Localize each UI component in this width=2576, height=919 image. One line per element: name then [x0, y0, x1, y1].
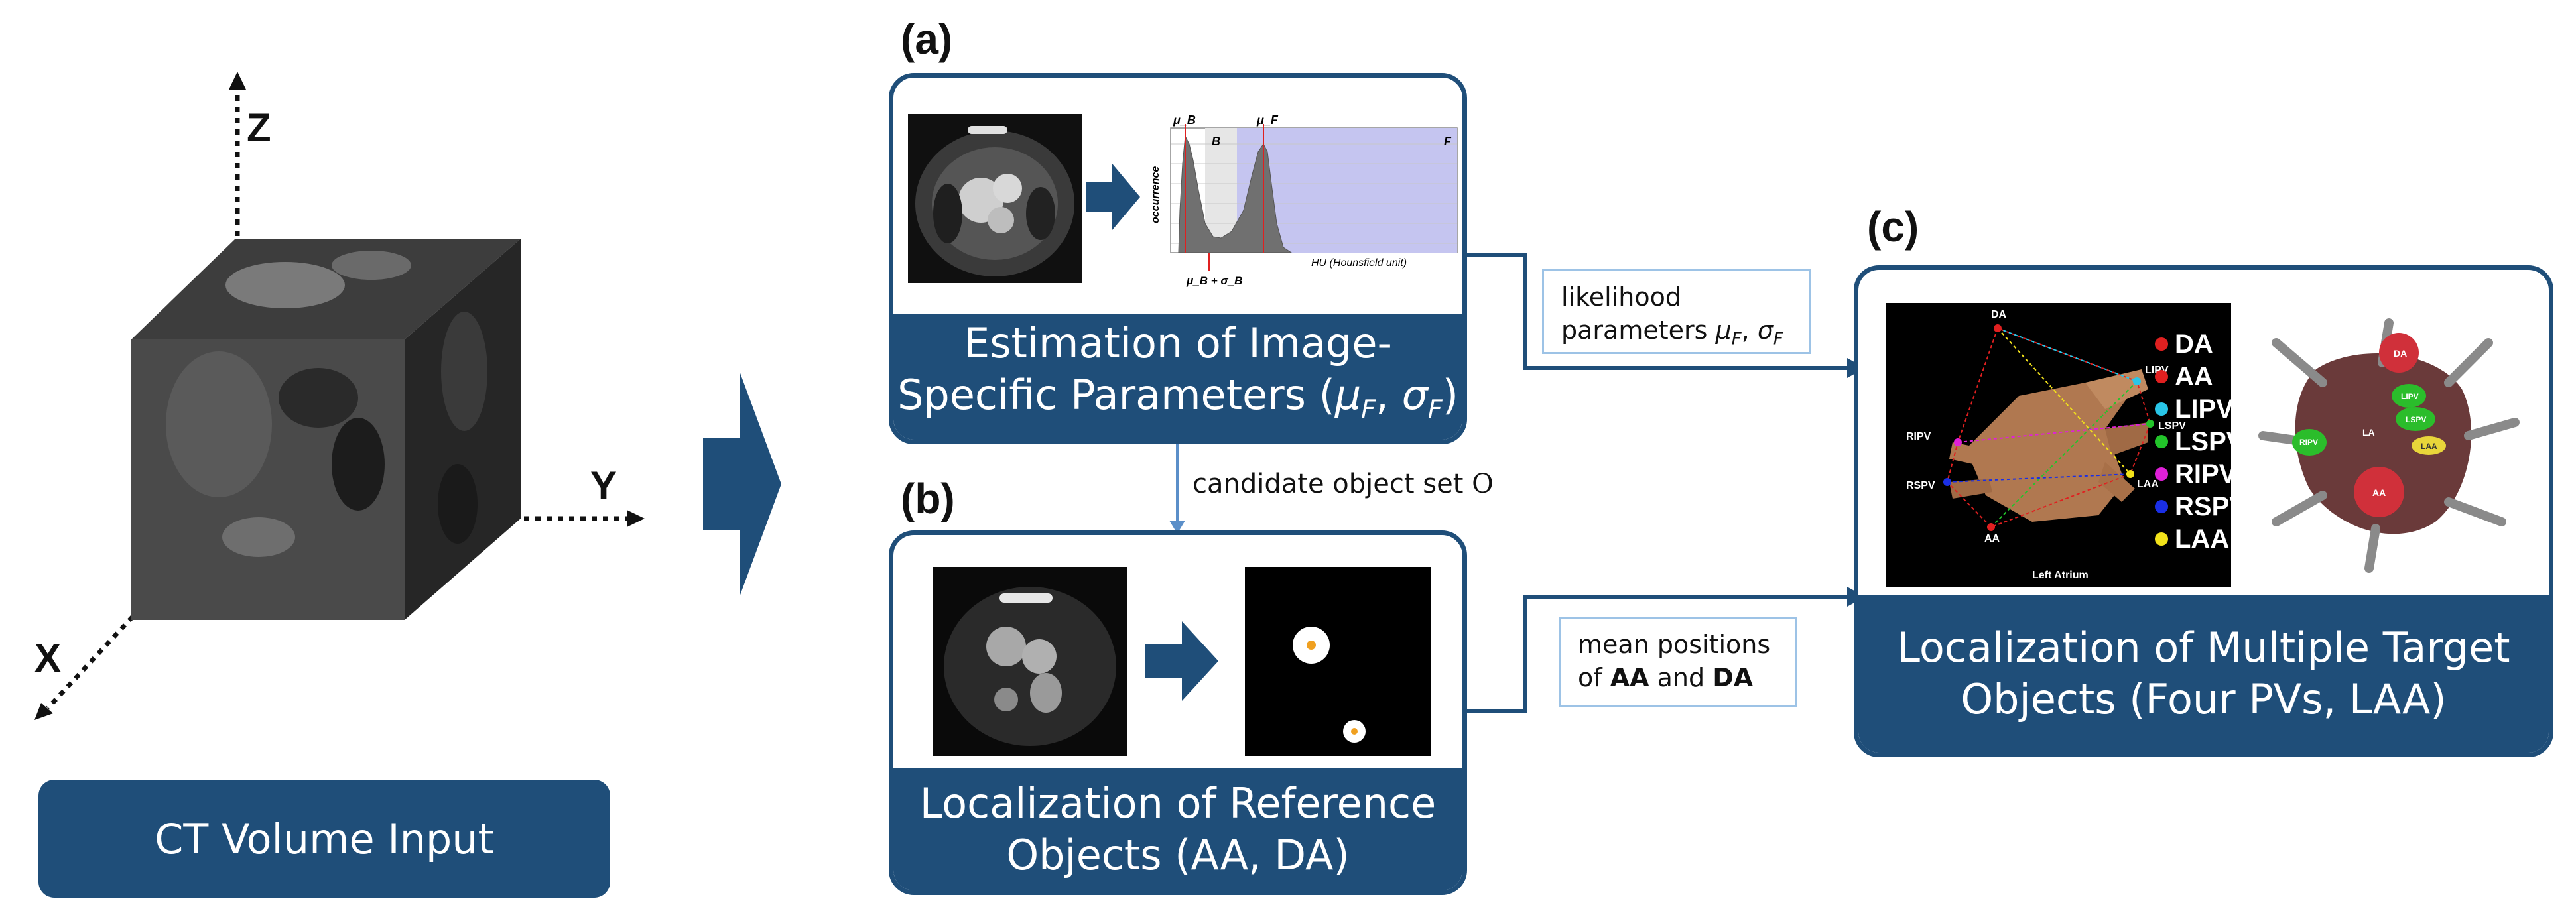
render-label-da: DA	[1991, 309, 2007, 320]
legend-label: RIPV	[2175, 459, 2237, 489]
hist-region-b: B	[1212, 135, 1220, 148]
legend-dot-icon	[2155, 337, 2168, 351]
render-label-lspv: LSPV	[2158, 420, 2186, 432]
likelihood-line2: parameters μF, σF	[1561, 316, 1783, 349]
hist-xlabel: HU (Hounsfield unit)	[1311, 257, 1407, 269]
arrow-b	[1145, 621, 1218, 701]
legend-dot-icon	[2155, 402, 2168, 416]
legend-item: DA	[2155, 330, 2247, 359]
left-atrium-render: DA AA LIPV LSPV RIPV RSPV LAA Left Atriu…	[1886, 303, 2247, 587]
legend-item: LIPV	[2155, 395, 2247, 424]
panel-b-title-line1: Localization of Reference	[919, 778, 1437, 827]
hist-mu-b: μ_B	[1173, 113, 1196, 127]
ct-slice-a	[908, 114, 1082, 283]
panel-a-title-line1: Estimation of Image-	[964, 319, 1392, 368]
legend-label: LIPV	[2175, 394, 2234, 424]
mean-positions-note: mean positions of AA and DA	[1559, 617, 1797, 707]
ct-volume-caption-box: CT Volume Input	[38, 780, 610, 898]
legend-dot-icon	[2155, 467, 2168, 481]
render-label-ripv: RIPV	[1906, 431, 1931, 442]
hist-mu-f: μ_F	[1256, 113, 1279, 127]
panel-c-label: (c)	[1867, 203, 1919, 251]
reference-mask	[1245, 567, 1431, 756]
candidate-note: candidate object set O	[1192, 469, 1494, 499]
panel-c-title-line1: Localization of Multiple Target	[1897, 623, 2510, 672]
panel-b-label: (b)	[901, 475, 955, 522]
hist-mu-b-sigma: μ_B + σ_B	[1186, 275, 1242, 287]
legend-label: LSPV	[2175, 426, 2244, 456]
vol-label-la: LA	[2362, 427, 2375, 438]
likelihood-note: likelihood parameters μF, σF	[1542, 269, 1811, 354]
hist-region-f: F	[1444, 135, 1452, 148]
panel-c: DA AA LIPV LSPV RIPV RSPV LAA Left Atriu…	[1854, 265, 2553, 757]
legend-dot-icon	[2155, 500, 2168, 513]
legend-label: DA	[2175, 329, 2213, 359]
legend-item: LAA	[2155, 524, 2247, 554]
panel-b: Localization of Reference Objects (AA, D…	[889, 530, 1467, 895]
vol-label-ripv: RIPV	[2299, 438, 2318, 447]
vol-label-aa: AA	[2372, 487, 2386, 498]
legend-label: AA	[2175, 361, 2213, 391]
render-label-rspv: RSPV	[1906, 480, 1935, 491]
legend-dot-icon	[2155, 532, 2168, 546]
panel-a: μ_B μ_F B F μ_B + σ_B HU (Hounsfield uni…	[889, 73, 1467, 444]
vol-label-da: DA	[2394, 348, 2407, 359]
panel-a-title: Estimation of Image- Specific Parameters…	[893, 314, 1462, 440]
ct-slice-b	[933, 567, 1127, 756]
likelihood-line1: likelihood	[1561, 282, 1681, 312]
legend-label: LAA	[2175, 524, 2230, 554]
volume-render: DA AA LA LIPV LSPV LAA RIPV	[2236, 303, 2543, 587]
x-axis	[46, 615, 135, 710]
mean-line1: mean positions	[1578, 630, 1771, 659]
panel-c-title-line2: Objects (Four PVs, LAA)	[1961, 675, 2447, 723]
y-axis-label: Y	[590, 463, 617, 508]
vol-label-laa: LAA	[2421, 442, 2437, 451]
panel-a-title-line2: Specific Parameters (μF, σF)	[897, 371, 1458, 424]
hist-ylabel: occurrence	[1150, 166, 1161, 223]
render-label-laa: LAA	[2137, 479, 2159, 490]
histogram: μ_B μ_F B F μ_B + σ_B HU (Hounsfield uni…	[1150, 113, 1458, 287]
panel-b-title-line2: Objects (AA, DA)	[1006, 830, 1350, 879]
legend-label: RSPV	[2175, 491, 2247, 521]
panel-b-title: Localization of Reference Objects (AA, D…	[893, 768, 1462, 890]
vol-label-lspv: LSPV	[2406, 415, 2426, 424]
ct-cube-figure	[34, 72, 645, 720]
legend-item: RSPV	[2155, 492, 2247, 521]
legend-item: AA	[2155, 362, 2247, 391]
panel-a-label: (a)	[901, 15, 953, 63]
legend-dot-icon	[2155, 370, 2168, 383]
panel-c-title: Localization of Multiple Target Objects …	[1858, 595, 2549, 753]
vol-label-lipv: LIPV	[2401, 392, 2419, 401]
arrow-a	[1086, 164, 1140, 230]
render-label-aa: AA	[1984, 533, 2000, 544]
legend-item: RIPV	[2155, 459, 2247, 489]
z-axis-label: Z	[247, 105, 271, 150]
legend-item: LSPV	[2155, 427, 2247, 456]
mean-line2: of AA and DA	[1578, 663, 1754, 692]
x-axis-label: X	[34, 636, 62, 680]
legend-dot-icon	[2155, 435, 2168, 448]
left-atrium-caption: Left Atrium	[2032, 570, 2089, 581]
flow-arrow-main	[703, 371, 781, 597]
ct-volume-caption: CT Volume Input	[155, 814, 494, 863]
